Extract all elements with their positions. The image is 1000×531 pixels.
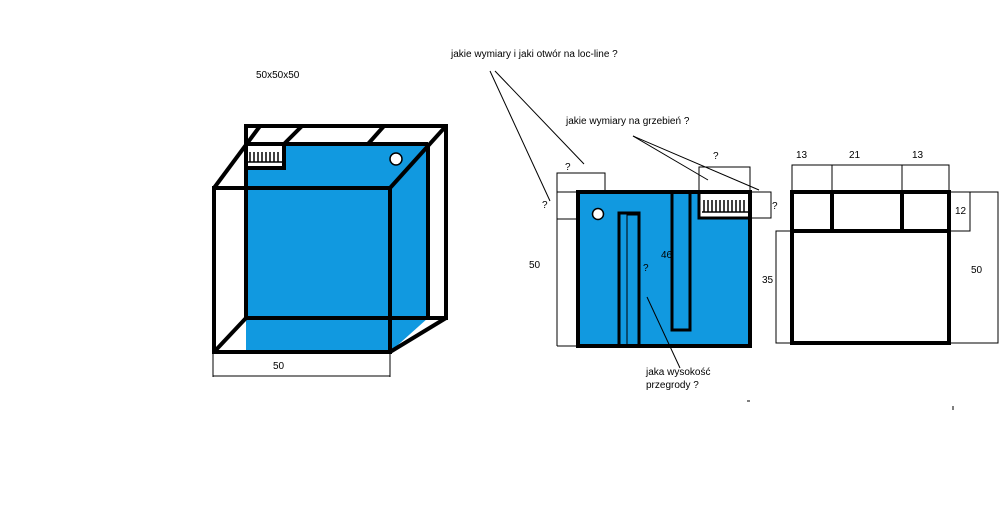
callouts: jakie wymiary i jaki otwór na loc-line ?…: [450, 49, 760, 202]
side-comb: [702, 200, 748, 213]
top-50: 50: [971, 265, 983, 276]
top-dim-50: [949, 191, 999, 344]
side-comb-chamber: [699, 194, 751, 218]
tank-hole: [389, 152, 403, 166]
tank-edge-bl: [212, 316, 248, 354]
side-q-comb-top: ?: [713, 151, 719, 162]
side-q-comb-right: ?: [772, 201, 778, 212]
side-dim-comb-top: [698, 166, 751, 192]
tank-dims-title: 50x50x50: [256, 70, 300, 81]
locline-pointer-1: [489, 70, 551, 202]
comb-pointer-1: [632, 135, 709, 181]
tank-comb: [248, 152, 282, 163]
partition-question-1: jaka wysokość: [645, 367, 710, 378]
tank-edge-br: [388, 316, 448, 354]
side-partition-right: [670, 190, 692, 332]
top-view: 13 21 13 12 35 50: [762, 150, 999, 410]
side-q-partition: ?: [643, 263, 649, 274]
tank-brace-1: [282, 124, 304, 146]
top-dim-13-left: [791, 164, 833, 192]
top-12: 12: [955, 206, 967, 217]
top-13-left: 13: [796, 150, 808, 161]
side-comb-box: [697, 192, 750, 220]
top-13-right: 13: [912, 150, 924, 161]
tank-edge-tl: [212, 124, 262, 190]
tank-brace-2: [366, 124, 386, 146]
side-dim-comb-right: [750, 191, 772, 219]
tank-edge-tr: [388, 124, 448, 190]
top-21: 21: [849, 150, 861, 161]
partition-pointer: [646, 296, 681, 369]
tank-back-frame: [244, 124, 448, 320]
question-comb: jakie wymiary na grzebień ?: [565, 116, 690, 127]
comb-pointer-2: [632, 135, 760, 191]
top-dim-21: [832, 164, 903, 192]
partition-question-2: przegrody ?: [646, 380, 699, 391]
side-dim-q-top: [556, 172, 606, 192]
tank-3d: 50 50x50x50: [212, 70, 448, 377]
tank-front-frame: [212, 186, 392, 354]
side-outline: [576, 190, 752, 348]
locline-pointer-2: [494, 70, 585, 165]
side-hole: [591, 207, 605, 221]
tank-overflow-box: [246, 142, 286, 170]
tank-water-front: [246, 188, 390, 352]
side-height-label: 50: [529, 260, 541, 271]
top-35: 35: [762, 275, 774, 286]
side-q-left: ?: [542, 200, 548, 211]
tank-width-label: 50: [273, 361, 285, 372]
question-locline: jakie wymiary i jaki otwór na loc-line ?: [450, 49, 618, 60]
side-view: 50 ? ? ? ? ? 46 jaka wysokość przegrody …: [529, 151, 778, 402]
side-46: 46: [661, 250, 673, 261]
top-dim-13-right: [902, 164, 950, 192]
side-partition-inner: [626, 214, 640, 347]
top-dim-35: [775, 230, 792, 344]
top-outline: [790, 190, 951, 345]
side-q-top: ?: [565, 162, 571, 173]
tank-water-side: [390, 144, 428, 352]
